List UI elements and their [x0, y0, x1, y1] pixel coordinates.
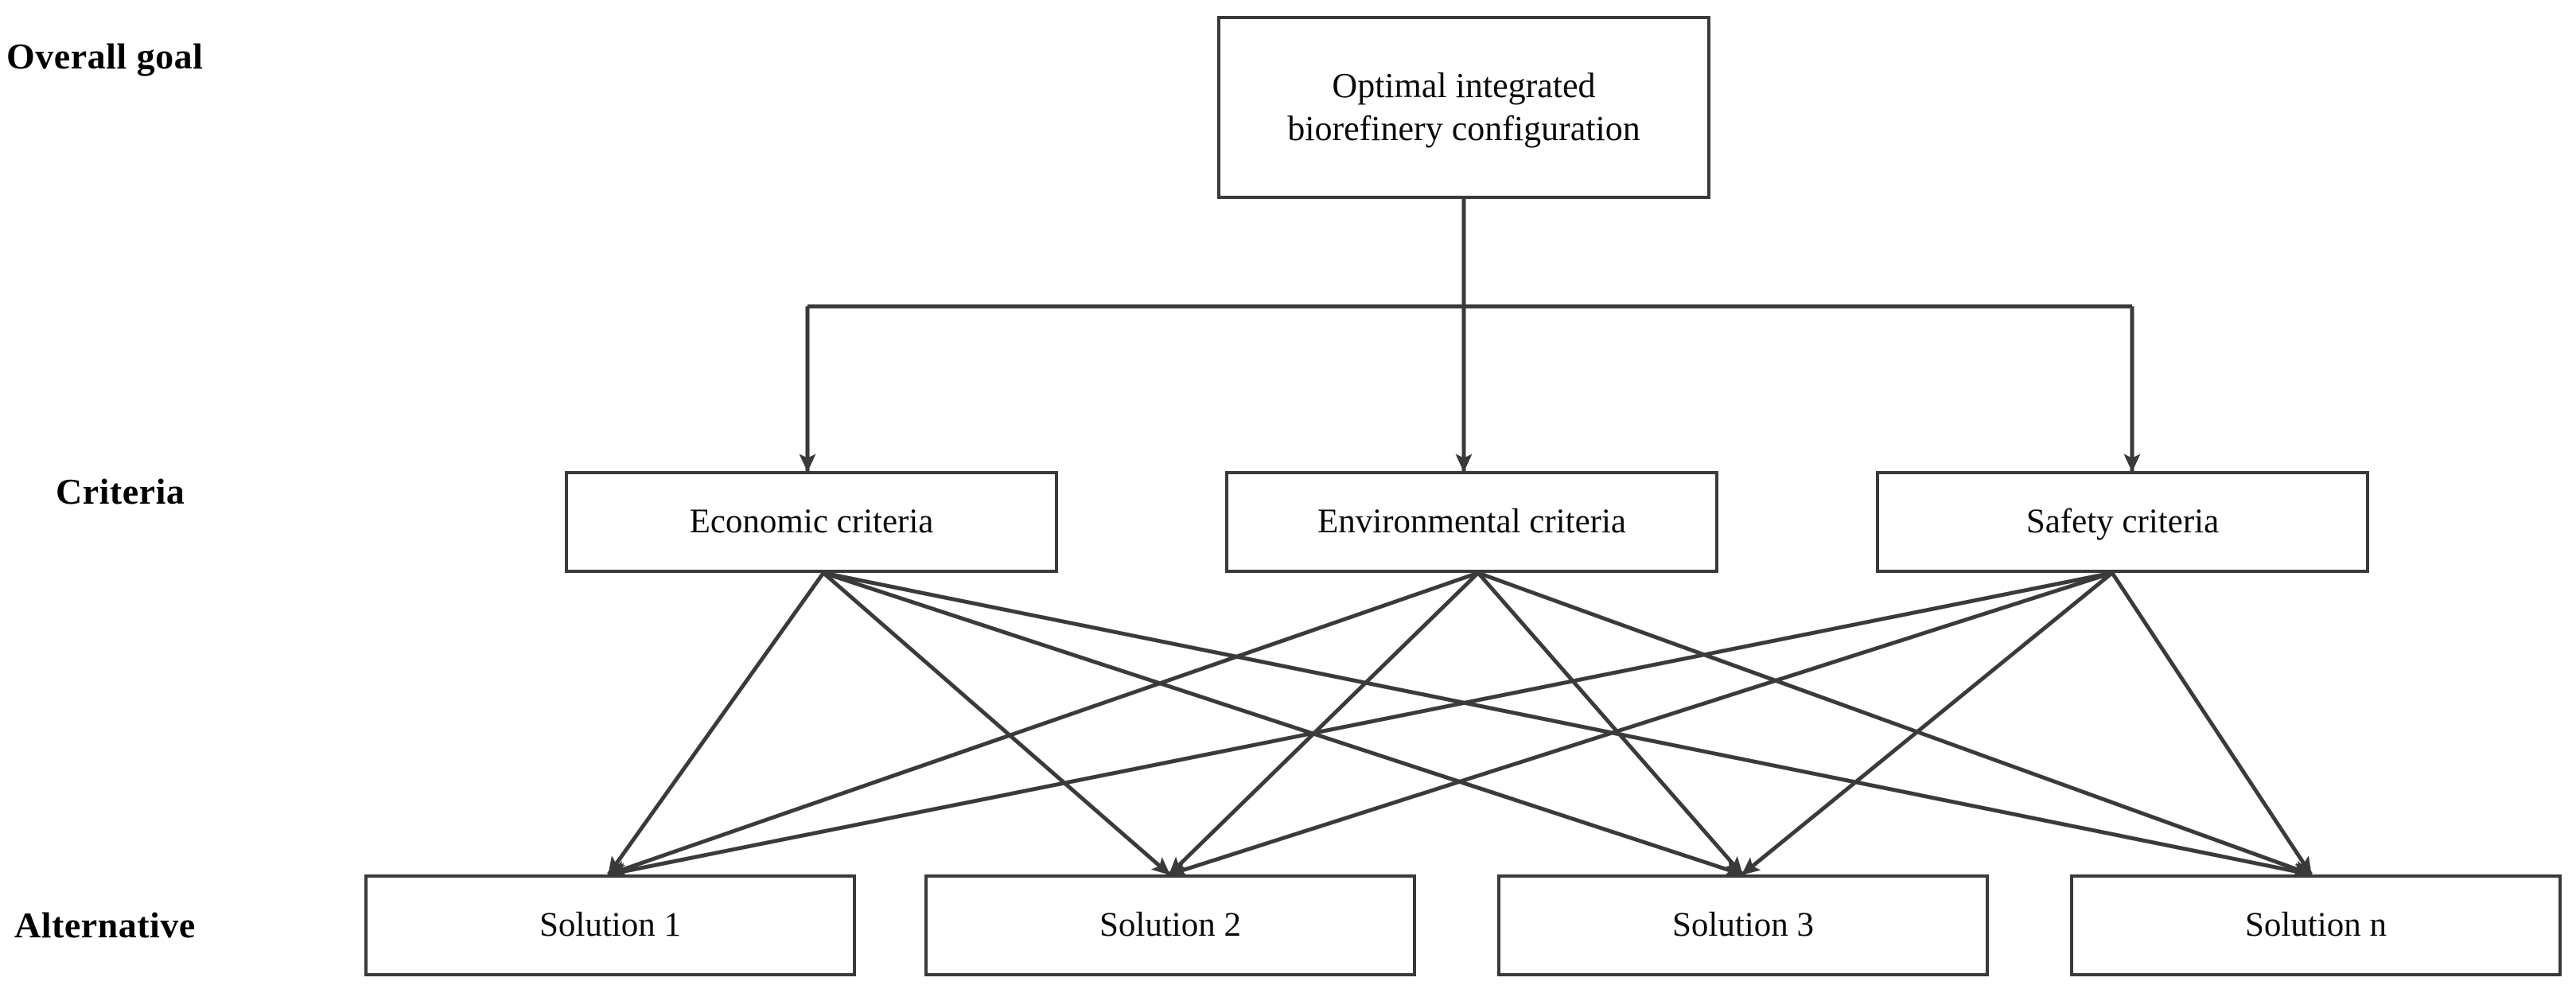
node-alternative-solution-1-label: Solution 1 — [539, 905, 681, 944]
edge-safety-to-solution-n — [2110, 571, 2313, 876]
node-alternative-solution-1[interactable]: Solution 1 — [364, 874, 856, 976]
edge-safety-to-solution-2 — [1168, 571, 2113, 878]
node-criteria-safety-label: Safety criteria — [2025, 502, 2220, 540]
edge-economic-to-solution-3 — [823, 571, 1744, 878]
row-label-overall-goal: Overall goal — [6, 36, 204, 76]
node-criteria-environmental-label: Environmental criteria — [1317, 502, 1627, 540]
row-label-criteria: Criteria — [56, 471, 185, 512]
edge-environmental-to-solution-3 — [1477, 571, 1744, 876]
row-label-alternative: Alternative — [14, 905, 196, 945]
node-criteria-economic[interactable]: Economic criteria — [565, 471, 1058, 573]
edge-safety-to-solution-1 — [607, 571, 2113, 880]
node-criteria-safety[interactable]: Safety criteria — [1876, 471, 2369, 573]
edge-economic-to-solution-2 — [822, 571, 1171, 876]
node-alternative-solution-3[interactable]: Solution 3 — [1497, 874, 1989, 976]
edge-environmental-to-solution-2 — [1168, 571, 1480, 876]
edge-economic-to-solution-n — [823, 571, 2313, 880]
node-goal-label: Optimal integrated biorefinery configura… — [1287, 66, 1640, 148]
edge-safety-to-solution-3 — [1741, 571, 2114, 876]
edge-economic-to-solution-1 — [606, 571, 826, 876]
edge-environmental-to-solution-1 — [607, 571, 1479, 877]
node-alternative-solution-3-label: Solution 3 — [1671, 905, 1814, 944]
node-alternative-solution-n[interactable]: Solution n — [2070, 874, 2562, 976]
edge-environmental-to-solution-n — [1477, 571, 2313, 877]
node-goal[interactable]: Optimal integrated biorefinery configura… — [1217, 16, 1710, 199]
node-alternative-solution-n-label: Solution n — [2244, 905, 2387, 944]
node-alternative-solution-2[interactable]: Solution 2 — [924, 874, 1416, 976]
node-criteria-economic-label: Economic criteria — [689, 502, 934, 540]
node-criteria-environmental[interactable]: Environmental criteria — [1225, 471, 1718, 573]
node-alternative-solution-2-label: Solution 2 — [1099, 905, 1241, 944]
